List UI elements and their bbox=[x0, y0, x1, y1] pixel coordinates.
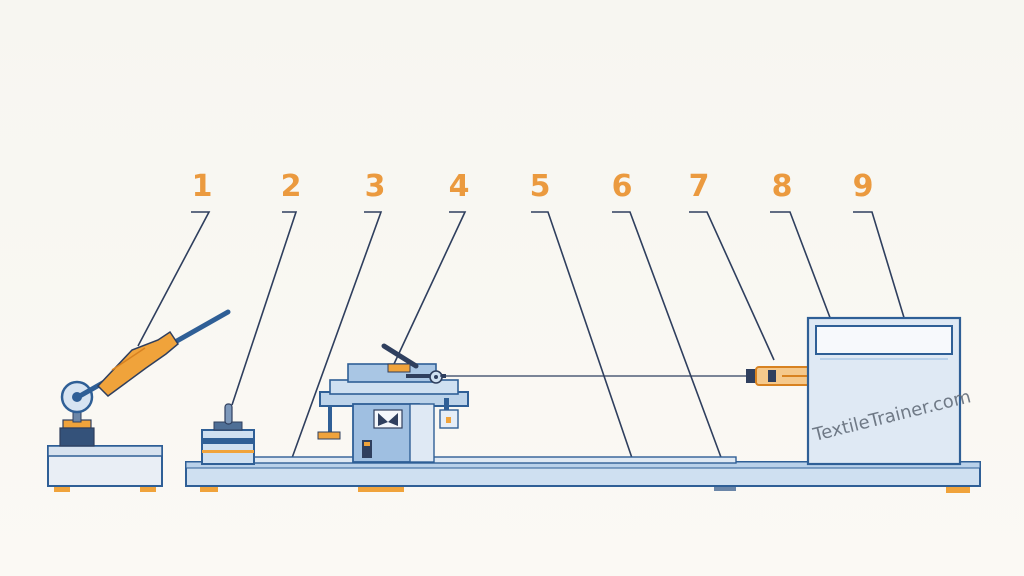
label-6: 6 bbox=[612, 169, 633, 204]
label-3: 3 bbox=[365, 169, 386, 204]
gripping-head bbox=[317, 343, 469, 463]
leader-line-7 bbox=[689, 211, 775, 361]
leader-line-3 bbox=[291, 211, 383, 459]
leader-line-6 bbox=[612, 211, 723, 461]
leader-line-2 bbox=[231, 211, 298, 406]
label-9: 9 bbox=[853, 169, 874, 204]
number-labels: 1 2 3 4 5 6 7 8 9 bbox=[192, 169, 874, 204]
label-4: 4 bbox=[449, 169, 470, 204]
tension-arm bbox=[75, 309, 231, 400]
pulley-stand bbox=[47, 380, 163, 492]
label-2: 2 bbox=[281, 169, 302, 204]
label-5: 5 bbox=[530, 169, 551, 204]
leader-line-4 bbox=[393, 211, 467, 365]
control-cabinet bbox=[806, 316, 962, 466]
leader-line-1 bbox=[137, 211, 211, 347]
leader-line-8 bbox=[770, 211, 841, 345]
label-1: 1 bbox=[192, 169, 213, 204]
left-clamp bbox=[201, 403, 255, 465]
load-cell bbox=[746, 366, 811, 386]
label-8: 8 bbox=[772, 169, 793, 204]
leader-lines bbox=[137, 211, 913, 461]
base-rail bbox=[185, 456, 981, 493]
label-7: 7 bbox=[689, 169, 710, 204]
leader-line-9 bbox=[853, 211, 913, 345]
